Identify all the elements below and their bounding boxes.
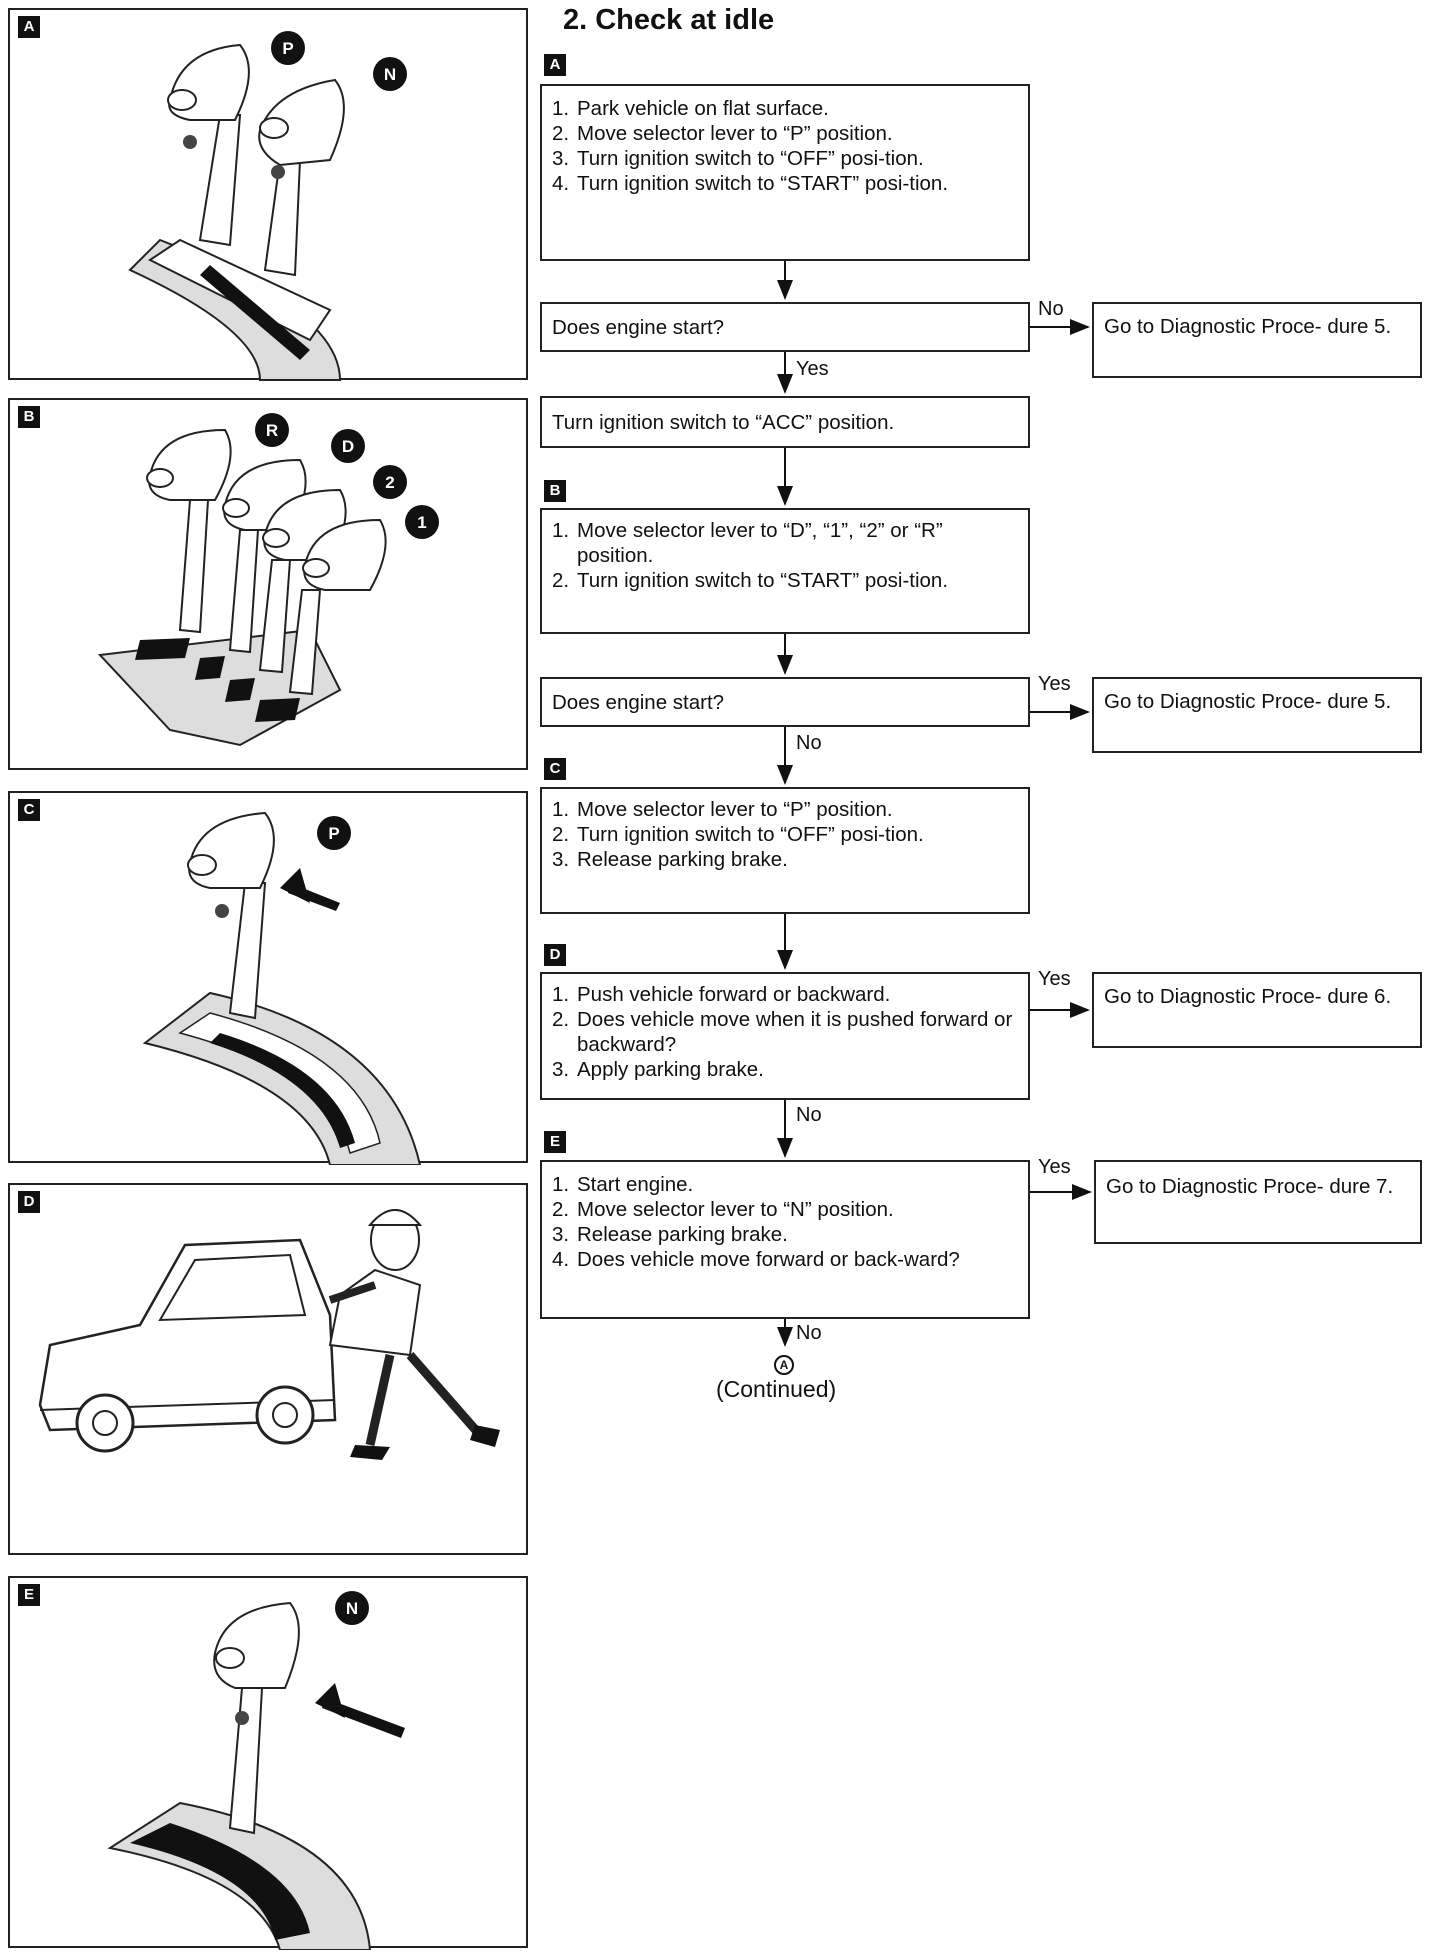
step-c-item: 2.Turn ignition switch to “OFF” posi-tio… bbox=[552, 823, 924, 846]
illustration-panel-e: E N bbox=[8, 1576, 528, 1950]
gear-label-p-c: P bbox=[328, 824, 339, 843]
step-d-list: 1.Push vehicle forward or backward. 2.Do… bbox=[552, 982, 1018, 1082]
branch-label-yes-4: Yes bbox=[1038, 1156, 1071, 1178]
branch-label-yes-1: Yes bbox=[796, 358, 829, 380]
step-tag-a: A bbox=[544, 54, 566, 76]
gear-label-r: R bbox=[266, 421, 278, 440]
gear-label-n-e: N bbox=[346, 1599, 358, 1618]
continuation-connector-a: A bbox=[774, 1355, 794, 1375]
step-c-item: 1.Move selector lever to “P” position. bbox=[552, 798, 893, 821]
step-tag-e: E bbox=[544, 1131, 566, 1153]
illustration-panel-c: C P bbox=[8, 791, 528, 1165]
result-procedure-7: Go to Diagnostic Proce- dure 7. bbox=[1094, 1160, 1422, 1244]
pushing-car-illustration bbox=[38, 1209, 500, 1460]
illustration-panel-d: D bbox=[8, 1183, 528, 1555]
panel-label-e: E bbox=[18, 1584, 40, 1606]
step-d-box: 1.Push vehicle forward or backward. 2.Do… bbox=[540, 972, 1030, 1100]
step-e-box: 1.Start engine. 2.Move selector lever to… bbox=[540, 1160, 1030, 1319]
panel-label-a: A bbox=[18, 16, 40, 38]
step-e-item: 2.Move selector lever to “N” position. bbox=[552, 1198, 894, 1221]
branch-label-no-4: No bbox=[796, 1322, 822, 1344]
branch-label-no-1: No bbox=[1038, 298, 1064, 320]
result-procedure-6: Go to Diagnostic Proce- dure 6. bbox=[1092, 972, 1422, 1048]
illustration-panel-a: A P N bbox=[8, 8, 528, 381]
acc-step-box: Turn ignition switch to “ACC” position. bbox=[540, 396, 1030, 448]
continued-label: (Continued) bbox=[716, 1376, 837, 1402]
step-a-item: 2.Move selector lever to “P” position. bbox=[552, 122, 893, 145]
step-e-item: 3.Release parking brake. bbox=[552, 1223, 788, 1246]
shift-lever-r-d-2-1-illustration: R D 2 1 bbox=[97, 413, 439, 747]
step-a-item: 4.Turn ignition switch to “START” posi-t… bbox=[552, 172, 949, 195]
result-procedure-5-a: Go to Diagnostic Proce- dure 5. bbox=[1092, 302, 1422, 378]
step-b-item: 1.Move selector lever to “D”, “1”, “2” o… bbox=[552, 519, 943, 567]
page-title: 2. Check at idle bbox=[563, 4, 775, 36]
shift-lever-n-push-illustration: N bbox=[107, 1591, 405, 1950]
step-b-list: 1.Move selector lever to “D”, “1”, “2” o… bbox=[552, 518, 1018, 593]
step-e-list: 1.Start engine. 2.Move selector lever to… bbox=[552, 1172, 1018, 1272]
step-c-box: 1.Move selector lever to “P” position. 2… bbox=[540, 787, 1030, 914]
step-c-list: 1.Move selector lever to “P” position. 2… bbox=[552, 797, 1018, 872]
step-c-item: 3.Release parking brake. bbox=[552, 848, 788, 871]
branch-label-yes-3: Yes bbox=[1038, 968, 1071, 990]
gear-label-1: 1 bbox=[417, 513, 426, 532]
gear-label-d: D bbox=[342, 437, 354, 456]
gear-label-n: N bbox=[384, 65, 396, 84]
step-d-item: 2.Does vehicle move when it is pushed fo… bbox=[552, 1008, 1013, 1056]
panel-label-c: C bbox=[18, 799, 40, 821]
decision-engine-start-2: Does engine start? bbox=[540, 677, 1030, 727]
step-a-box: 1.Park vehicle on flat surface. 2.Move s… bbox=[540, 84, 1030, 261]
step-a-item: 3.Turn ignition switch to “OFF” posi-tio… bbox=[552, 147, 924, 170]
step-d-item: 3.Apply parking brake. bbox=[552, 1058, 764, 1081]
branch-label-no-3: No bbox=[796, 1104, 822, 1126]
step-tag-b: B bbox=[544, 480, 566, 502]
gear-label-2: 2 bbox=[385, 473, 394, 492]
step-e-item: 4.Does vehicle move forward or back-ward… bbox=[552, 1248, 960, 1271]
step-b-item: 2.Turn ignition switch to “START” posi-t… bbox=[552, 569, 949, 592]
decision-engine-start-1: Does engine start? bbox=[540, 302, 1030, 352]
step-a-item: 1.Park vehicle on flat surface. bbox=[552, 97, 829, 120]
step-d-item: 1.Push vehicle forward or backward. bbox=[552, 983, 891, 1006]
shift-lever-p-n-illustration: P N bbox=[128, 31, 407, 381]
branch-label-no-2: No bbox=[796, 732, 822, 754]
panel-label-d: D bbox=[18, 1191, 40, 1213]
step-tag-c: C bbox=[544, 758, 566, 780]
shift-lever-p-push-illustration: P bbox=[142, 811, 422, 1165]
panel-label-b: B bbox=[18, 406, 40, 428]
step-b-box: 1.Move selector lever to “D”, “1”, “2” o… bbox=[540, 508, 1030, 634]
illustration-panel-b: B R D 2 1 bbox=[8, 398, 528, 770]
step-a-list: 1.Park vehicle on flat surface. 2.Move s… bbox=[552, 96, 1018, 196]
step-e-item: 1.Start engine. bbox=[552, 1173, 694, 1196]
branch-label-yes-2: Yes bbox=[1038, 673, 1071, 695]
gear-label-p: P bbox=[282, 39, 293, 58]
result-procedure-5-b: Go to Diagnostic Proce- dure 5. bbox=[1092, 677, 1422, 753]
step-tag-d: D bbox=[544, 944, 566, 966]
